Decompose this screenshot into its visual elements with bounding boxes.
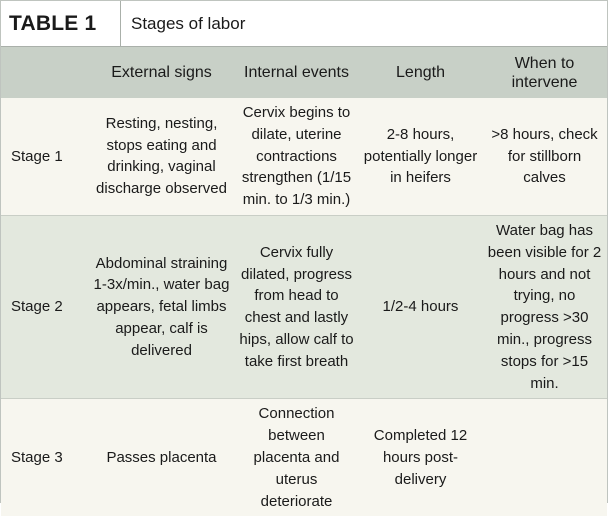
header-internal-events: Internal events bbox=[244, 64, 349, 81]
internal-events-cell: Cervix fully dilated, progress from head… bbox=[239, 243, 354, 370]
table-row: Stage 2 Abdominal straining 1-3x/min., w… bbox=[1, 215, 607, 399]
header-when-to-intervene: When to intervene bbox=[511, 54, 578, 91]
intervene-cell: Water bag has been visible for 2 hours a… bbox=[487, 221, 602, 392]
stage-cell: Stage 3 bbox=[11, 448, 63, 466]
external-signs-cell: Passes placenta bbox=[106, 448, 217, 466]
header-external-signs: External signs bbox=[111, 64, 212, 81]
header-stage bbox=[1, 47, 89, 98]
header-length: Length bbox=[396, 64, 445, 81]
length-cell: 1/2-4 hours bbox=[382, 298, 459, 316]
stage-cell: Stage 2 bbox=[11, 298, 63, 316]
header-row: External signs Internal events Length Wh… bbox=[1, 47, 607, 98]
stage-cell: Stage 1 bbox=[11, 147, 63, 165]
intervene-cell: >8 hours, check for stillborn calves bbox=[491, 125, 598, 187]
table-body: Stage 1 Resting, nesting, stops eating a… bbox=[1, 98, 607, 516]
table-row: Stage 3 Passes placenta Connection betwe… bbox=[1, 398, 607, 516]
intervene-cell bbox=[482, 399, 607, 516]
internal-events-cell: Connection between placenta and uterus d… bbox=[253, 405, 340, 510]
table-title-bar: TABLE 1 Stages of labor bbox=[1, 1, 607, 47]
table-header: External signs Internal events Length Wh… bbox=[1, 47, 607, 98]
table-row: Stage 1 Resting, nesting, stops eating a… bbox=[1, 98, 607, 216]
table-number-label: TABLE 1 bbox=[1, 1, 121, 46]
external-signs-cell: Resting, nesting, stops eating and drink… bbox=[96, 114, 227, 198]
length-cell: 2-8 hours, potentially longer in heifers bbox=[363, 125, 478, 187]
internal-events-cell: Cervix begins to dilate, uterine contrac… bbox=[241, 104, 352, 209]
length-cell: Completed 12 hours post-delivery bbox=[373, 427, 468, 488]
table-title: Stages of labor bbox=[131, 13, 246, 33]
external-signs-cell: Abdominal straining 1-3x/min., water bag… bbox=[93, 254, 230, 359]
stages-table: External signs Internal events Length Wh… bbox=[1, 47, 607, 516]
